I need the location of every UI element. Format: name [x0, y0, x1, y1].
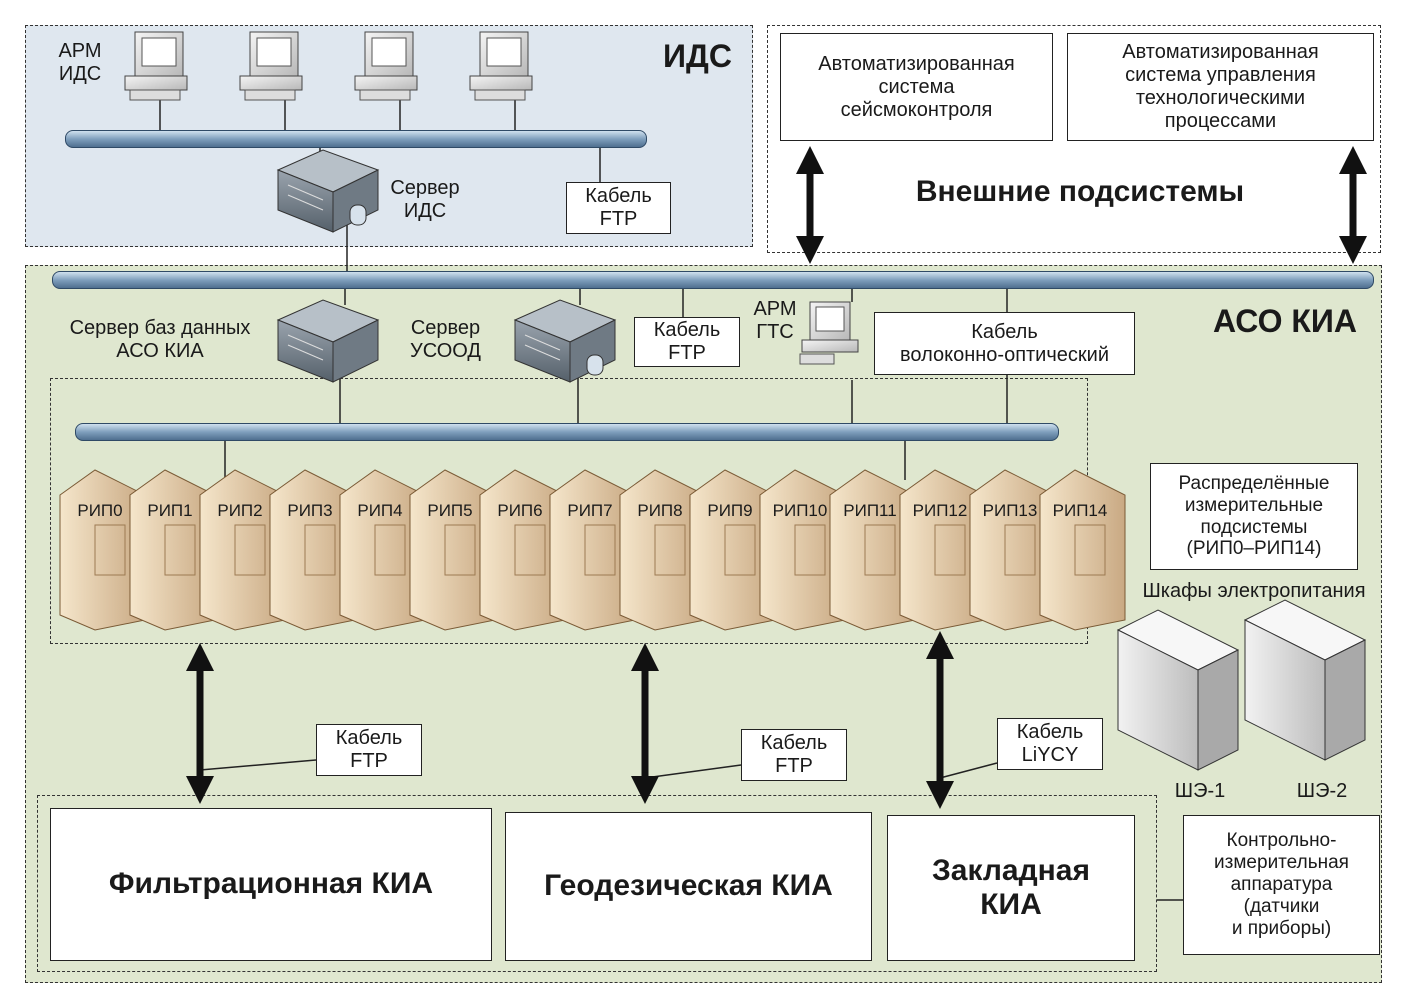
rip-label: РИП0 [77, 501, 123, 520]
server-icon [276, 149, 617, 383]
rip-cabinet-icon [1039, 469, 1126, 631]
power-cabinet-icon [1116, 599, 1367, 771]
rip-label: РИП10 [772, 501, 828, 520]
she1-label: ШЭ-1 [1174, 780, 1226, 802]
rip-cabinet-icon [199, 469, 286, 631]
rip-label: РИП1 [147, 501, 193, 520]
rip-cabinet-icon [689, 469, 776, 631]
aso-title: АСО КИА [1212, 303, 1358, 339]
filtration-kia-box: Фильтрационная КИА [50, 808, 492, 961]
pc-icon [124, 31, 859, 365]
ids-bus [65, 130, 647, 148]
rip-label: РИП14 [1052, 501, 1108, 520]
main-bus [52, 271, 1374, 289]
geodetic-kia-box: Геодезическая КИА [505, 812, 872, 961]
rip-label: РИП9 [707, 501, 753, 520]
rip-label: РИП5 [427, 501, 473, 520]
external-title: Внешние подсистемы [915, 175, 1245, 208]
rip-label: РИП12 [912, 501, 968, 520]
rip-bus [75, 423, 1059, 441]
rip-label: РИП3 [287, 501, 333, 520]
rip-label: РИП4 [357, 501, 403, 520]
ids-title: ИДС [663, 38, 732, 74]
power-cabinets-title: Шкафы электропитания [1142, 580, 1366, 602]
double-arrow-icon [186, 146, 1367, 809]
rip-label: РИП13 [982, 501, 1038, 520]
rip-label: РИП11 [843, 501, 897, 520]
rip-label: РИП7 [567, 501, 613, 520]
she2-label: ШЭ-2 [1296, 780, 1348, 802]
rip-cabinets [59, 469, 1126, 631]
rip-label: РИП2 [217, 501, 263, 520]
rip-label: РИП8 [637, 501, 683, 520]
rip-label: РИП6 [497, 501, 543, 520]
kia-zone [37, 795, 1157, 972]
